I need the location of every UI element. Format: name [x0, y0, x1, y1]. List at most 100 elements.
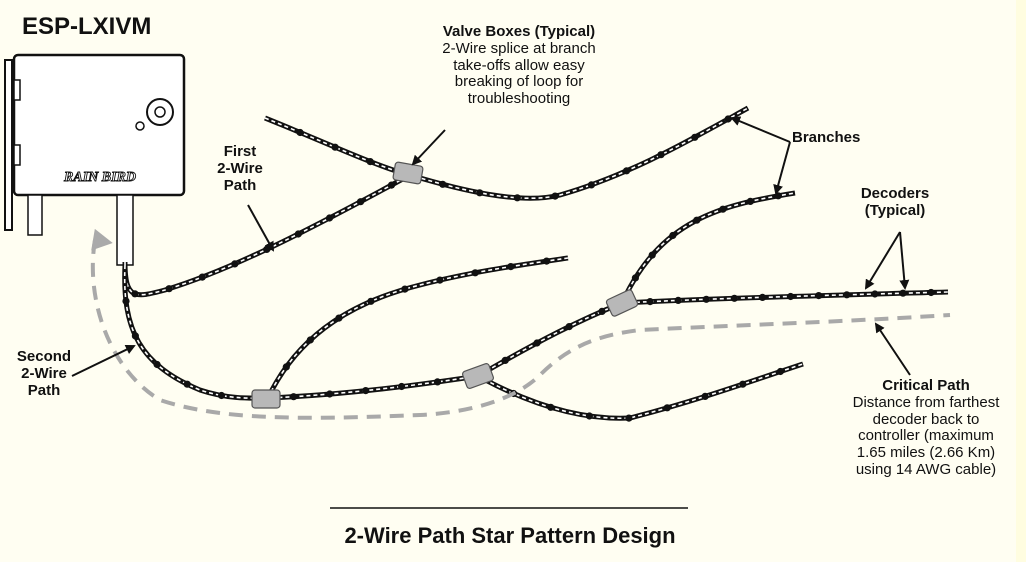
decoder-dot	[387, 181, 396, 189]
decoder-dot	[471, 269, 479, 277]
valve-boxes-line: troubleshooting	[467, 90, 571, 108]
decoder-dot	[513, 194, 521, 202]
critical-path-title: Critical Path	[882, 377, 970, 394]
valve-box	[251, 389, 281, 409]
branches-pointer	[730, 116, 791, 143]
decoder-dot	[296, 128, 304, 137]
decoder-dot	[598, 307, 606, 315]
decoder-dot	[153, 360, 161, 369]
first-path-pointer	[247, 204, 274, 252]
decoder-dot	[306, 336, 314, 344]
decoder-dot	[693, 216, 701, 224]
decoders-line: Decoders	[860, 185, 930, 202]
valve-boxes-line: breaking of loop for	[454, 73, 584, 91]
decoders-line: (Typical)	[864, 201, 926, 219]
second-path-line: 2-Wire	[21, 364, 67, 382]
critical-path-line	[90, 228, 951, 420]
lower-branch-wire	[476, 361, 804, 421]
decoder-dot	[551, 192, 559, 200]
decoder-dots	[122, 115, 935, 422]
critical-path-line: 1.65 miles (2.66 Km)	[856, 444, 996, 462]
decoder-dot	[501, 356, 509, 364]
decoder-dot	[476, 189, 484, 197]
controller-body	[12, 53, 186, 197]
valve-boxes-title: Valve Boxes (Typical)	[442, 23, 596, 40]
decoder-dot	[787, 292, 795, 301]
decoder-dot	[366, 158, 374, 166]
decoder-dot	[899, 289, 907, 297]
decoder-dot	[648, 251, 656, 259]
branches-pointer	[773, 141, 791, 195]
brand-logo-text: RAIN BIRD	[63, 170, 136, 185]
decoder-dot	[843, 291, 851, 299]
decoder-dot	[625, 414, 633, 422]
decoder-dot	[587, 181, 596, 189]
critical-path-pointer	[874, 322, 911, 376]
decoder-dot	[198, 273, 206, 281]
decoder-dot	[663, 404, 671, 412]
decoder-dot	[691, 133, 699, 141]
decoder-dot	[565, 323, 573, 331]
valve-box	[605, 289, 639, 317]
decoder-dot	[398, 382, 406, 391]
valve-box	[462, 362, 494, 390]
decoder-dot	[631, 274, 640, 282]
decoder-dot	[543, 257, 551, 265]
second-path-wire	[122, 264, 623, 401]
valve-boxes-line: take-offs allow easy	[453, 56, 585, 74]
controller-hinge	[13, 79, 21, 101]
decoder-dot	[436, 276, 444, 284]
decoder-dot	[290, 393, 298, 401]
model-label: ESP-LXIVM	[22, 13, 152, 40]
middle-branch-wire-core	[267, 257, 569, 399]
key-icon	[135, 121, 145, 131]
decoder-dot	[927, 288, 935, 297]
decoder-dot	[367, 297, 375, 305]
decoder-dot	[401, 285, 409, 293]
valve-boxes-label: Valve Boxes (Typical) 2-Wire splice at b…	[405, 23, 633, 108]
decoder-dot	[730, 294, 739, 302]
valve-box-pointer	[411, 129, 446, 166]
decoders-pointer	[864, 231, 901, 290]
decoder-dot	[131, 290, 139, 298]
top-branch-wire	[264, 105, 750, 201]
diagram-caption: 2-Wire Path Star Pattern Design	[344, 523, 676, 548]
decoder-dot	[183, 380, 191, 388]
decoder-dot	[326, 390, 334, 398]
first-path-line: First	[223, 143, 257, 160]
wire-conduit	[116, 194, 134, 266]
decoder-dot	[758, 293, 767, 301]
decoder-dot	[217, 391, 226, 400]
decoder-dot	[282, 363, 290, 371]
decoder-dot	[669, 231, 677, 240]
decoder-dot	[331, 143, 339, 151]
upper-right-branch-wire-core	[621, 192, 796, 304]
decoder-dot	[724, 115, 732, 123]
first-path-label: First 2-Wire Path	[205, 143, 275, 194]
critical-path-line: controller (maximum	[858, 427, 994, 445]
decoder-dot	[122, 297, 130, 305]
decoder-dot	[231, 260, 239, 268]
decoder-dot	[433, 378, 442, 386]
upper-right-branch-wire	[619, 190, 796, 305]
decoder-dot	[357, 198, 365, 206]
decoder-dot	[815, 292, 823, 300]
decoder-dot	[585, 412, 594, 420]
decoder-dot	[507, 263, 515, 271]
first-path-line: Path	[223, 176, 257, 194]
lower-branch-wire-core	[477, 363, 804, 420]
decoder-dot	[131, 332, 139, 340]
critical-path-line: decoder back to	[872, 410, 980, 428]
decoder-dot	[719, 205, 727, 213]
critical-path-label: Critical Path Distance from farthest dec…	[828, 377, 1024, 479]
decoder-dot	[533, 339, 541, 347]
decoder-dot	[439, 180, 447, 188]
decoders-label: Decoders (Typical)	[850, 185, 940, 220]
controller-hinge	[13, 144, 21, 166]
decoder-dot	[623, 167, 631, 175]
second-path-pointer	[71, 344, 136, 377]
decoder-dot	[547, 403, 555, 411]
critical-path-line: Distance from farthest	[852, 393, 1000, 411]
